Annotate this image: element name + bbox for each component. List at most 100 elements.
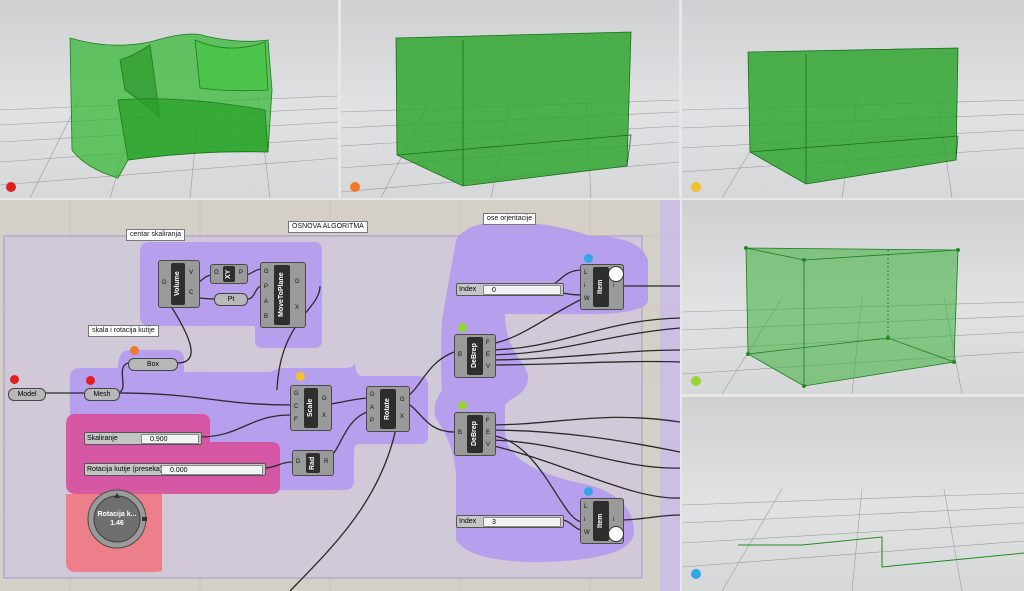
item1-in-w[interactable]: W: [584, 296, 590, 302]
volume-out-c[interactable]: C: [189, 290, 194, 296]
item1-in-i[interactable]: i: [584, 283, 586, 289]
rotacija-slider-track[interactable]: 0.000: [161, 465, 263, 475]
item1-in-l[interactable]: L: [584, 270, 588, 276]
rotate-in-a[interactable]: A: [370, 405, 375, 411]
debrep-component-1[interactable]: B DeBrep F E V: [454, 334, 496, 378]
node-canvas[interactable]: centar skaliranja OSNOVA ALGORITMA skala…: [0, 200, 680, 591]
marker-yellow-scale: [296, 372, 305, 381]
index-slider-2-track[interactable]: 3: [483, 517, 561, 527]
debrep2-out-f[interactable]: F: [486, 418, 490, 424]
index-slider-1-track[interactable]: 0: [483, 285, 561, 295]
debrep2-in-b[interactable]: B: [458, 430, 463, 436]
move-out-g[interactable]: G: [295, 279, 300, 285]
xy-plane-component[interactable]: O XY P: [210, 264, 248, 284]
scale-component[interactable]: G C F Scale G X: [290, 385, 332, 431]
skaliranje-slider-value: 0.900: [150, 436, 168, 443]
item2-in-i[interactable]: i: [584, 517, 586, 523]
rotate-in-g[interactable]: G: [370, 392, 375, 398]
item2-out-i[interactable]: i: [613, 517, 615, 523]
scale-in-f[interactable]: F: [294, 417, 298, 423]
index-slider-2[interactable]: Index 3: [456, 515, 564, 528]
move-in-b[interactable]: B: [264, 314, 269, 320]
viewport-box-2[interactable]: [682, 0, 1024, 198]
rad-in-d[interactable]: D: [296, 459, 301, 465]
volume-component[interactable]: G Volume V C: [158, 260, 200, 308]
debrep1-out-e[interactable]: E: [486, 352, 491, 358]
rotacija-slider[interactable]: Rotacija kutije (preseka) 0.000: [84, 463, 266, 476]
rotate-title: Rotate: [380, 389, 396, 429]
rad-title: Rad: [306, 453, 320, 473]
viewport-marker-yellow: [691, 182, 701, 192]
marker-blue-item2: [584, 487, 593, 496]
rotate-out-x[interactable]: X: [400, 414, 405, 420]
item2-in-w[interactable]: W: [584, 530, 590, 536]
debrep2-out-v[interactable]: V: [486, 442, 491, 448]
group-label-skala: skala i rotacija kutije: [88, 325, 159, 337]
xy-out-p[interactable]: P: [239, 270, 244, 276]
item1-output-circle[interactable]: [608, 266, 624, 282]
viewport-marker-red: [6, 182, 16, 192]
move-title: MoveToPlane: [274, 265, 290, 325]
viewport-box-2-scene: [682, 47, 1024, 198]
knob-label: Rotacija k...: [97, 511, 137, 518]
marker-green-debrep1: [458, 323, 467, 332]
marker-green-debrep2: [458, 401, 467, 410]
scale-in-c[interactable]: C: [294, 404, 299, 410]
xy-in-o[interactable]: O: [214, 270, 219, 276]
scale-out-x[interactable]: X: [322, 413, 327, 419]
viewport-floor-lines[interactable]: [682, 397, 1024, 591]
debrep1-in-b[interactable]: B: [458, 352, 463, 358]
group-label-osnova: OSNOVA ALGORITMA: [288, 221, 368, 233]
box-param[interactable]: Box: [128, 358, 178, 371]
rotate-component[interactable]: G A P Rotate G X: [366, 386, 410, 432]
list-item-component-1[interactable]: L i W Item i: [580, 264, 624, 310]
rotate-out-g[interactable]: G: [400, 397, 405, 403]
viewport-sofa[interactable]: [0, 0, 338, 198]
marker-red-mesh: [86, 376, 95, 385]
item1-out-i[interactable]: i: [613, 283, 615, 289]
index-slider-2-value: 3: [492, 519, 496, 526]
rotacija-slider-label: Rotacija kutije (preseka): [87, 466, 163, 473]
group-label-centar: centar skaliranja: [126, 229, 185, 241]
skaliranje-slider-label: Skaliranje: [87, 435, 118, 442]
mesh-param[interactable]: Mesh: [84, 388, 120, 401]
move-in-g[interactable]: G: [264, 269, 269, 275]
scale-in-g[interactable]: G: [294, 391, 299, 397]
move-out-x[interactable]: X: [295, 305, 300, 311]
index-slider-1[interactable]: Index 0: [456, 283, 564, 296]
debrep2-out-e[interactable]: E: [486, 430, 491, 436]
rotacija-knob[interactable]: Rotacija k... 1.46: [86, 488, 148, 550]
debrep-component-2[interactable]: B DeBrep F E V: [454, 412, 496, 456]
rotate-in-p[interactable]: P: [370, 418, 375, 424]
item1-title: Item: [593, 267, 609, 307]
viewport-box-vertices[interactable]: [682, 200, 1024, 394]
rotacija-slider-value: 0.000: [170, 467, 188, 474]
item2-title: Item: [593, 501, 609, 541]
skaliranje-slider[interactable]: Skaliranje 0.900: [84, 432, 202, 445]
scale-out-g[interactable]: G: [322, 396, 327, 402]
group-label-ose: ose orjentacije: [483, 213, 537, 225]
debrep1-out-f[interactable]: F: [486, 340, 490, 346]
debrep1-out-v[interactable]: V: [486, 364, 491, 370]
debrep2-title: DeBrep: [467, 415, 483, 453]
viewport-box-1[interactable]: [341, 0, 679, 198]
pt-param[interactable]: Pt: [214, 293, 248, 306]
item2-output-circle[interactable]: [608, 526, 624, 542]
knob-dial-icon: [87, 489, 147, 549]
viewport-sofa-scene: [0, 33, 338, 198]
move-in-a[interactable]: A: [264, 299, 269, 305]
viewport-marker-orange: [350, 182, 360, 192]
skaliranje-slider-track[interactable]: 0.900: [141, 434, 199, 444]
move-in-p[interactable]: P: [264, 284, 269, 290]
move-to-plane-component[interactable]: G P A B MoveToPlane G X: [260, 262, 306, 328]
volume-out-v[interactable]: V: [189, 270, 194, 276]
volume-in-g[interactable]: G: [162, 280, 167, 286]
radians-component[interactable]: D Rad R: [292, 450, 334, 476]
marker-blue-item1: [584, 254, 593, 263]
model-param[interactable]: Model: [8, 388, 46, 401]
volume-title: Volume: [171, 263, 185, 305]
index-slider-1-value: 0: [492, 287, 496, 294]
rad-out-r[interactable]: R: [324, 459, 329, 465]
item2-in-l[interactable]: L: [584, 504, 588, 510]
marker-orange-box: [130, 346, 139, 355]
